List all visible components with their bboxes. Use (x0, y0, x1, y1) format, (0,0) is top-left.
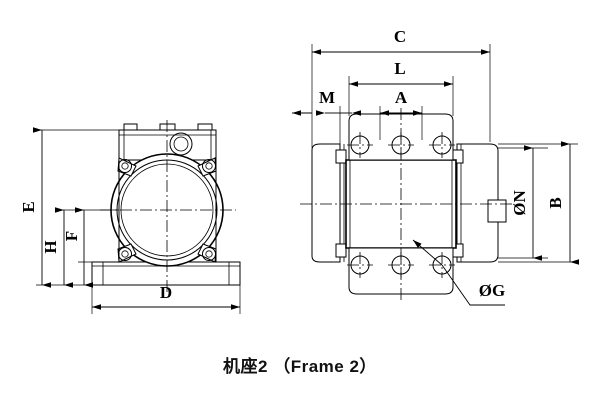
left-view-group (92, 120, 240, 295)
dimension-label-H: H (41, 240, 60, 253)
top-plate-bolt-holes (347, 132, 455, 158)
terminal-spigot (488, 200, 506, 222)
right-view-group (300, 108, 512, 300)
right-view-dimensions: C L A M ØN (292, 27, 579, 306)
dimension-F: F (62, 207, 93, 288)
bolt-hole-top-3 (429, 132, 455, 158)
dimension-OG: ØG (412, 239, 505, 306)
dimension-label-OG: ØG (479, 281, 505, 300)
bolt-hole-top-1 (347, 132, 373, 158)
dimension-B: B (498, 141, 579, 265)
dimension-label-F: F (62, 231, 81, 241)
dimension-label-C: C (394, 27, 406, 46)
dimension-L: L (348, 59, 454, 116)
dimension-A: A (379, 88, 423, 140)
dimension-label-M: M (319, 88, 335, 107)
drawing-caption: 机座2 （Frame 2） (0, 352, 600, 377)
dimension-C: C (311, 27, 491, 148)
dimension-D: D (91, 283, 241, 314)
left-view-dimensions: E H F D (19, 127, 241, 314)
terminal-box (119, 124, 216, 160)
dimension-label-L: L (394, 59, 405, 78)
dimension-M: M (292, 88, 361, 146)
dimension-ON: ØN (498, 145, 548, 261)
dimension-label-ON: ØN (510, 190, 529, 216)
dimension-label-D: D (160, 283, 172, 302)
dimension-label-B: B (546, 197, 565, 208)
terminal-box-tabs (124, 124, 212, 130)
left-end-cap (312, 144, 346, 262)
dimension-E: E (19, 127, 51, 288)
caption-text: 机座2 （Frame 2） (223, 357, 377, 376)
right-end-cap (453, 144, 506, 262)
bolt-hole-bottom-1 (347, 252, 373, 278)
dimension-label-E: E (19, 201, 38, 212)
dimension-label-A: A (395, 88, 408, 107)
bolt-boss-bottom-left (118, 244, 136, 262)
dimension-H: H (41, 207, 73, 288)
housing-side-walls (119, 160, 216, 262)
